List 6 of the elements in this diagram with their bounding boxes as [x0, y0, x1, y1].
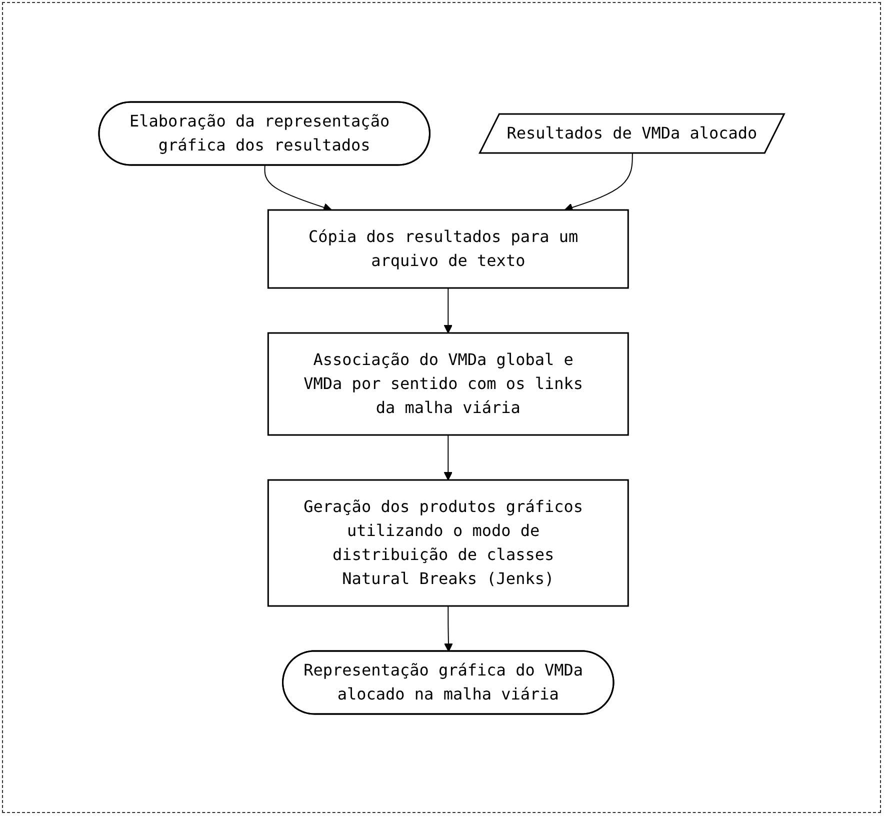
arrow — [444, 604, 453, 652]
node-box: Associação do VMDa global e VMDa por sentido com os links da malha viária — [267, 332, 629, 436]
node-box: Geração dos produtos gráficos utilizando o modo de distribuição de classes Natural Breaks (Jenks) — [267, 478, 629, 606]
arrow — [444, 287, 452, 333]
arrow — [444, 434, 452, 480]
node-box: Cópia dos resultados para um arquivo de texto — [267, 208, 629, 288]
